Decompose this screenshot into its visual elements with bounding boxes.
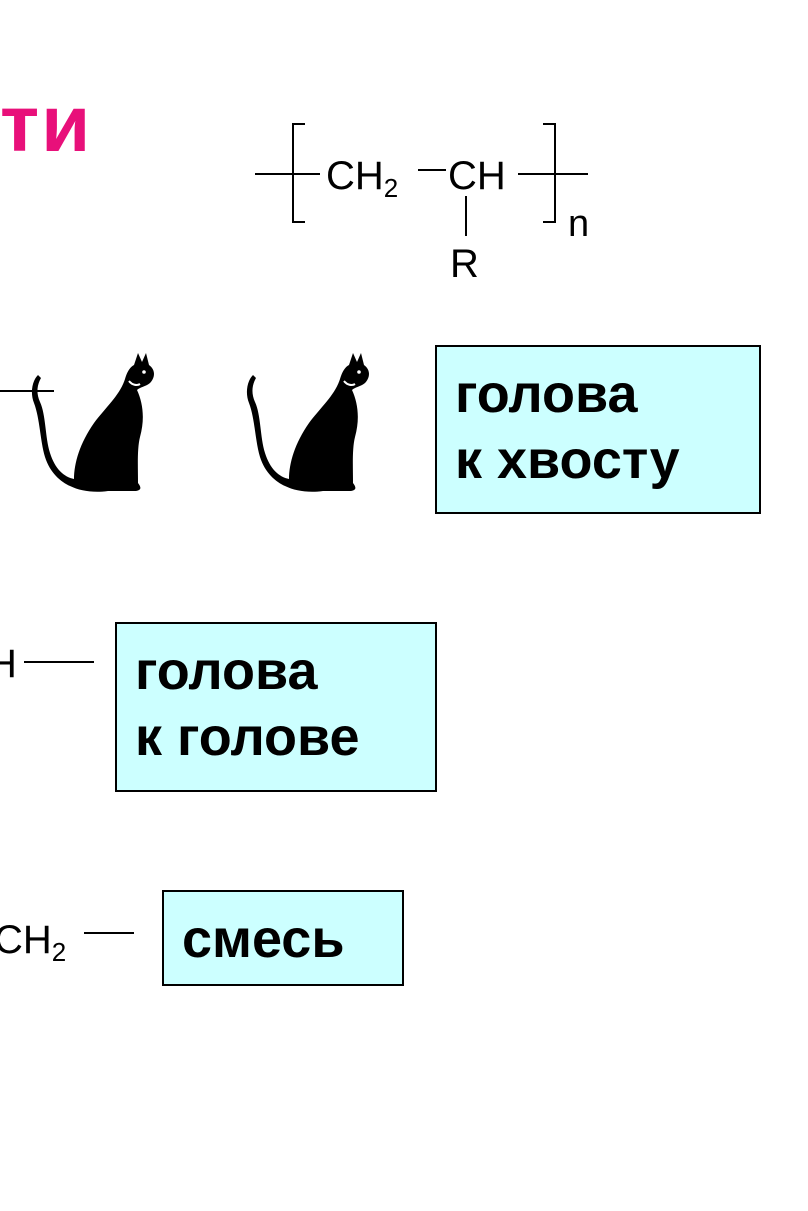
cat-icon: [31, 353, 155, 492]
label-head-to-head: голова к голове: [115, 622, 437, 792]
label-mixture: смесь: [162, 890, 404, 986]
formula-brackets: [255, 123, 588, 236]
row2-formula-tail: H: [0, 642, 17, 686]
slide-title: ти: [0, 79, 93, 168]
bracket-right: [543, 123, 556, 223]
label-head-to-tail: голова к хвосту: [435, 345, 761, 514]
cat-icon: [246, 353, 369, 492]
row2-bond-line: [24, 661, 94, 663]
formula-substituent: R: [450, 242, 479, 286]
formula-ch2: CH2: [326, 154, 399, 203]
row3-bond-line: [84, 932, 134, 934]
bracket-left: [292, 123, 305, 223]
row3-formula-tail: CH2: [0, 918, 67, 967]
row1-bond-line: [0, 390, 54, 392]
formula-ch: CH: [448, 154, 506, 198]
formula-repeat-index: n: [568, 203, 590, 245]
